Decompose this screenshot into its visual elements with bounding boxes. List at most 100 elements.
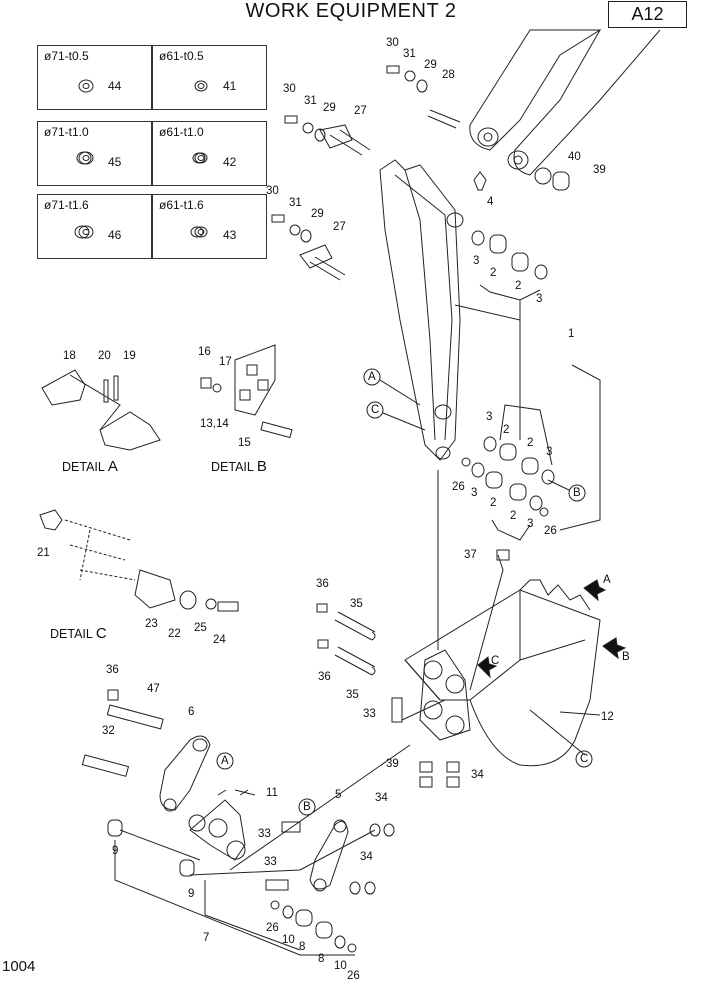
callout-letter: C xyxy=(580,753,589,765)
shim-part-number: 46 xyxy=(108,228,122,242)
part-label: 25 xyxy=(194,622,207,634)
callout-letter: A xyxy=(221,755,229,767)
arm-outline xyxy=(379,159,461,461)
shim-dimension: ø61-t1.0 xyxy=(159,125,204,139)
callout-letter: B xyxy=(303,801,311,813)
shim-dimension: ø61-t0.5 xyxy=(159,49,204,63)
shim-dimension: ø71-t1.0 xyxy=(44,125,89,139)
shim-part-number: 41 xyxy=(223,79,237,93)
part-label: 34 xyxy=(375,792,388,804)
shim-ring-icon xyxy=(78,79,94,93)
part-label: 3 xyxy=(527,518,534,530)
callout-circle xyxy=(298,798,316,816)
page-title: WORK EQUIPMENT 2 xyxy=(245,0,457,22)
part-label: 33 xyxy=(363,708,376,720)
part-label: 37 xyxy=(464,549,477,561)
boom-outline xyxy=(469,29,602,151)
shim-box-45: ø71-t1.0 45 xyxy=(37,121,152,186)
part-label: 29 xyxy=(311,208,324,220)
part-label: 2 xyxy=(503,424,510,436)
callout-letter: C xyxy=(371,404,380,416)
detail-a-caption: DETAIL A xyxy=(62,458,118,475)
part-label: 27 xyxy=(354,105,367,117)
part-label: 13,14 xyxy=(200,418,229,430)
part-label: 26 xyxy=(266,922,279,934)
callout-letter: B xyxy=(573,487,581,499)
part-label: 12 xyxy=(601,711,614,723)
part-label: 8 xyxy=(318,953,325,965)
page-code-box: A12 xyxy=(608,1,687,28)
part-label: 2 xyxy=(510,510,517,522)
part-label: 31 xyxy=(403,48,416,60)
part-label: 19 xyxy=(123,350,136,362)
part-label: 3 xyxy=(536,293,543,305)
part-label: 30 xyxy=(386,37,399,49)
part-label: 3 xyxy=(486,411,493,423)
boom-outline-2 xyxy=(513,29,661,176)
part-label: 3 xyxy=(546,446,553,458)
shim-dimension: ø61-t1.6 xyxy=(159,198,204,212)
part-label: 11 xyxy=(266,787,278,799)
shim-ring-icon xyxy=(194,80,208,92)
part-label: 6 xyxy=(188,706,195,718)
part-label: 3 xyxy=(471,487,478,499)
part-label: 2 xyxy=(490,497,497,509)
part-label: 36 xyxy=(316,578,329,590)
part-label: 28 xyxy=(442,69,455,81)
arrow-letter: A xyxy=(603,574,611,586)
part-label: 2 xyxy=(490,267,497,279)
shim-part-number: 45 xyxy=(108,155,122,169)
shim-box-41: ø61-t0.5 41 xyxy=(152,45,267,110)
shim-ring-icon xyxy=(192,152,208,164)
part-label: 18 xyxy=(63,350,76,362)
part-label: 9 xyxy=(188,888,195,900)
part-label: 36 xyxy=(318,671,331,683)
part-label: 23 xyxy=(145,618,158,630)
part-label: 8 xyxy=(299,941,306,953)
callout-circle xyxy=(216,752,234,770)
part-label: 31 xyxy=(304,95,317,107)
arrow-letter: B xyxy=(622,651,630,663)
part-label: 26 xyxy=(452,481,465,493)
part-label: 31 xyxy=(289,197,302,209)
part-label: 39 xyxy=(386,758,399,770)
part-label: 2 xyxy=(527,437,534,449)
part-label: 22 xyxy=(168,628,181,640)
part-label: 39 xyxy=(593,164,606,176)
part-label: 29 xyxy=(424,59,437,71)
shim-part-number: 43 xyxy=(223,228,237,242)
shim-ring-icon xyxy=(190,226,208,238)
part-label: 32 xyxy=(102,725,115,737)
part-label: 15 xyxy=(238,437,251,449)
part-label: 35 xyxy=(346,689,359,701)
part-label: 27 xyxy=(333,221,346,233)
part-label: 47 xyxy=(147,683,160,695)
part-label: 10 xyxy=(282,934,295,946)
shim-dimension: ø71-t1.6 xyxy=(44,198,89,212)
part-label: 34 xyxy=(360,851,373,863)
detail-c-caption: DETAIL C xyxy=(50,625,107,642)
part-label: 26 xyxy=(544,525,557,537)
part-label: 1 xyxy=(568,328,575,340)
callout-circle xyxy=(575,750,593,768)
part-label: 21 xyxy=(37,547,50,559)
part-label: 7 xyxy=(203,932,210,944)
part-label: 3 xyxy=(473,255,480,267)
part-label: 5 xyxy=(335,789,342,801)
part-label: 17 xyxy=(219,356,232,368)
part-label: 30 xyxy=(283,83,296,95)
part-label: 26 xyxy=(347,970,360,982)
shim-box-43: ø61-t1.6 43 xyxy=(152,194,267,259)
part-label: 9 xyxy=(112,845,119,857)
shim-part-number: 44 xyxy=(108,79,122,93)
shim-part-number: 42 xyxy=(223,155,237,169)
shim-ring-icon xyxy=(74,225,94,239)
part-label: 36 xyxy=(106,664,119,676)
shim-dimension: ø71-t0.5 xyxy=(44,49,89,63)
part-label: 4 xyxy=(487,196,494,208)
part-label: 40 xyxy=(568,151,581,163)
link-outline xyxy=(159,735,211,811)
part-label: 34 xyxy=(471,769,484,781)
part-label: 30 xyxy=(266,185,279,197)
